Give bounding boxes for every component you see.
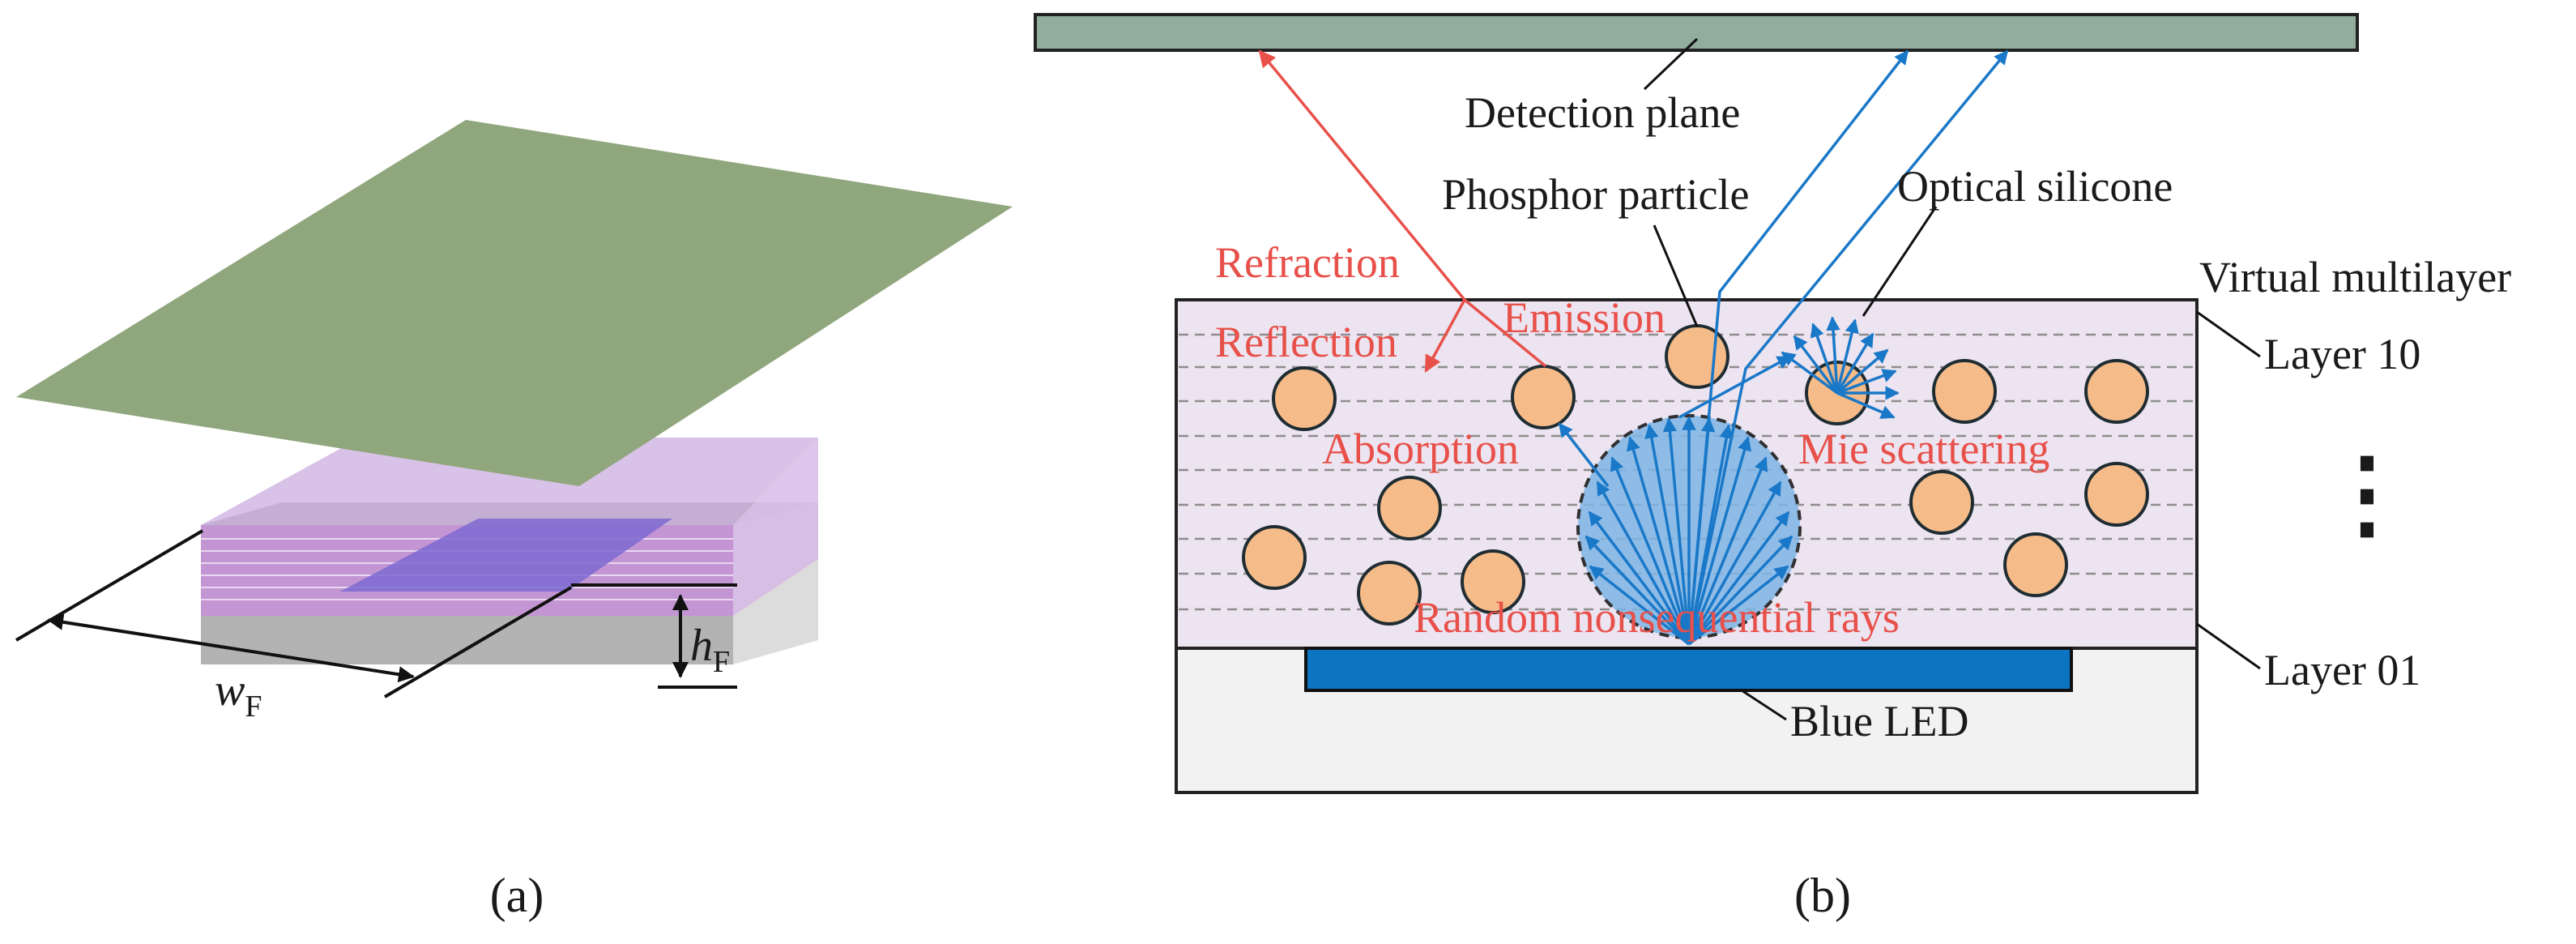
refraction-ray	[1258, 49, 1547, 373]
phosphor-particle	[2003, 532, 2068, 597]
label-phosphor-particle: Phosphor particle	[1442, 170, 1749, 219]
panel-b: Detection plane Phosphor particle Optica…	[1034, 13, 2511, 922]
width-label: wF	[215, 665, 262, 724]
phosphor-particle	[1357, 561, 1422, 626]
phosphor-particle	[1909, 470, 1974, 535]
caption-a: (a)	[490, 869, 544, 922]
phosphor-particle	[1242, 525, 1307, 590]
phosphor-particle	[1272, 366, 1337, 431]
phosphor-particle	[2084, 462, 2149, 527]
detection-plane-3d	[16, 120, 1013, 486]
escaping-rays	[1678, 49, 2009, 645]
width-dimension	[15, 529, 573, 698]
caption-b: (b)	[1794, 869, 1851, 922]
phosphor-particles	[1242, 324, 2149, 626]
label-layer-bottom: Layer 01	[2264, 646, 2420, 694]
phosphor-particle	[1377, 476, 1442, 540]
multilayer-stack	[201, 438, 818, 616]
led-chip-3d	[340, 519, 672, 592]
panel-a: wF hF (a)	[15, 120, 1013, 922]
label-optical-silicone: Optical silicone	[1897, 162, 2173, 211]
phosphor-particle	[2084, 359, 2149, 424]
label-layer-ellipsis: ⋮	[2318, 440, 2416, 548]
mie-scattering-rays	[1781, 316, 1900, 419]
label-random-rays: Random nonsequential rays	[1414, 593, 1900, 642]
phosphor-particle	[1665, 324, 1729, 389]
label-layer-top: Layer 10	[2264, 330, 2420, 378]
label-reflection: Reflection	[1215, 318, 1397, 366]
label-absorption: Absorption	[1322, 425, 1519, 473]
label-refraction: Refraction	[1215, 238, 1400, 287]
phosphor-particle	[1932, 359, 1997, 424]
label-blue-led: Blue LED	[1790, 697, 1968, 745]
label-mie-scattering: Mie scattering	[1798, 425, 2049, 473]
phosphor-particle	[1511, 365, 1576, 429]
height-dimension	[571, 583, 737, 689]
label-virtual-multilayer: Virtual multilayer	[2199, 253, 2511, 301]
leader-lines	[1643, 37, 2261, 721]
detection-plane	[1034, 13, 2359, 52]
blue-led	[1304, 647, 2073, 692]
phosphor-particle	[1461, 549, 1525, 614]
label-emission: Emission	[1503, 293, 1665, 342]
label-detection-plane: Detection plane	[1465, 88, 1740, 137]
height-label: hF	[690, 621, 730, 679]
